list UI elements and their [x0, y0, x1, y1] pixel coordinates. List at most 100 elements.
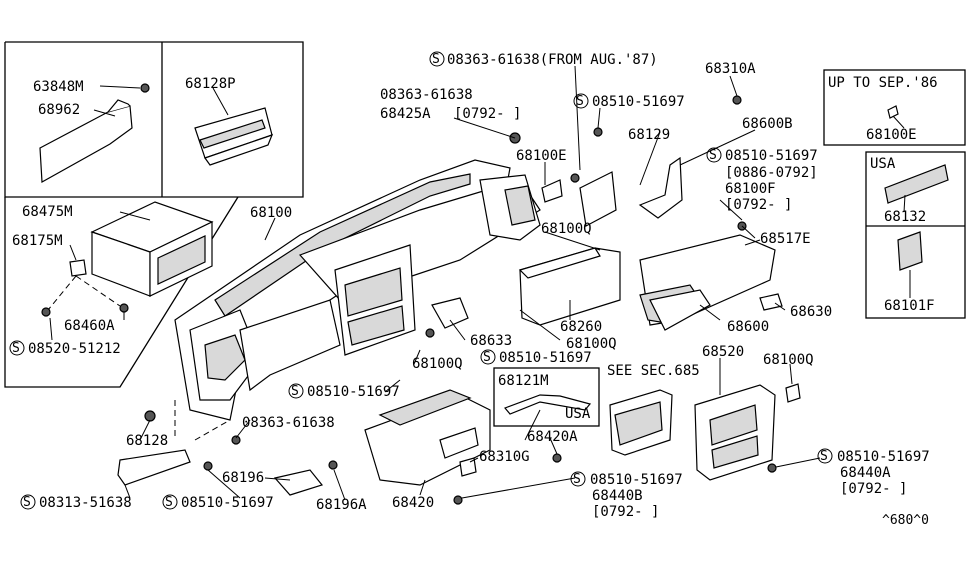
label-68100Q-b: 68100Q: [566, 336, 617, 352]
label-68100F: 68100F: [725, 181, 776, 197]
screw-symbol-letter: S: [576, 94, 584, 109]
label-68132: 68132: [884, 209, 926, 225]
part-sec685-shape: [609, 389, 673, 456]
label-68196A: 68196A: [316, 497, 367, 513]
label-68310G: 68310G: [479, 449, 530, 465]
label-08510-51697-bot: 08510-51697: [181, 495, 274, 511]
screw-symbol-icon: [706, 147, 722, 163]
label-68600: 68600: [727, 319, 769, 335]
part-labels: 63848M 68962 68128P 68475M 68175M 68460A…: [9, 51, 938, 528]
nut-icon: [119, 303, 129, 313]
screw-icon: [732, 95, 742, 105]
label-68128P: 68128P: [185, 76, 236, 92]
label-68196: 68196: [222, 470, 264, 486]
label-08363-61638-from-aug-87: 08363-61638(FROM AUG.'87): [447, 52, 658, 68]
finisher-68520-shape: [694, 384, 776, 481]
screw-symbol-icon: [162, 494, 178, 510]
screw-symbol-letter: S: [23, 495, 31, 510]
label-08510-51697-bot2: 08510-51697: [590, 472, 683, 488]
screw-icon: [767, 463, 777, 473]
label-68962: 68962: [38, 102, 80, 118]
right-inset-frames: [493, 69, 966, 427]
label-68600B: 68600B: [742, 116, 793, 132]
screw-symbol-icon: [480, 349, 496, 365]
bolt-icon: [737, 221, 756, 239]
label-68101F: 68101F: [884, 298, 935, 314]
label-08510-51697-right: 08510-51697: [725, 148, 818, 164]
label-68128: 68128: [126, 433, 168, 449]
label-08363-61638-low: 08363-61638: [242, 415, 335, 431]
screw-symbol-icon: [573, 93, 589, 109]
screw-symbol-icon: [9, 340, 25, 356]
label-68633: 68633: [470, 333, 512, 349]
label-68121M: 68121M: [498, 373, 549, 389]
screw-symbol-icon: [288, 383, 304, 399]
left-inset-frames: [4, 41, 304, 388]
diagram-corner-code: ^680^0: [882, 513, 929, 528]
label-68475M: 68475M: [22, 204, 73, 220]
label-68440A: 68440A: [840, 465, 891, 481]
label-68460A: 68460A: [64, 318, 115, 334]
clip-68100E-icon: [541, 173, 580, 203]
screw-symbol-letter: S: [291, 384, 299, 399]
pocket-68128P-shape: [194, 107, 274, 166]
label-08510-51697-top: 08510-51697: [592, 94, 685, 110]
lower-panel-68420-shape: [364, 389, 491, 486]
plate-68132-icon: [884, 164, 949, 204]
label-68100: 68100: [250, 205, 292, 221]
dashboard-68100-shape: [174, 159, 541, 441]
latch-68630-icon: [759, 293, 783, 311]
label-68260: 68260: [560, 319, 602, 335]
clip-icon: [785, 383, 801, 403]
glovebox-68600-shape: [639, 234, 776, 331]
label-0792-right: [0792- ]: [725, 197, 792, 213]
label-08313-51638: 08313-51638: [39, 495, 132, 511]
leader-lines: [49, 65, 911, 501]
bracket-68633-shape: [425, 297, 469, 338]
screw-icon: [140, 83, 150, 93]
screw-symbol-letter: S: [709, 148, 717, 163]
label-68425A: 68425A: [380, 106, 431, 122]
label-08510-51697-br: 08510-51697: [837, 449, 930, 465]
label-68520: 68520: [702, 344, 744, 360]
cover-68101F-icon: [897, 231, 923, 271]
screw-symbol-letter: S: [483, 350, 491, 365]
label-usa-box: USA: [870, 156, 896, 172]
clip-icon: [552, 453, 562, 463]
screw-symbol-letter: S: [12, 341, 20, 356]
label-63848M: 63848M: [33, 79, 84, 95]
screw-icon: [41, 307, 51, 317]
clip-icon: [459, 457, 477, 477]
side-trim-68962-shape: [39, 99, 133, 183]
clip-68100E-box-icon: [887, 105, 899, 119]
label-0886-0792: [0886-0792]: [725, 165, 818, 181]
duct-68121M-shape: [503, 394, 592, 415]
label-08510-51697-left: 08510-51697: [307, 384, 400, 400]
panel-68260-shape: [518, 247, 621, 326]
clip-68175M-icon: [47, 259, 121, 311]
screw-symbol-icon: [817, 448, 833, 464]
label-usa-inset: USA: [565, 406, 591, 422]
bracket-68128-shape: [117, 410, 241, 486]
label-68129: 68129: [628, 127, 670, 143]
screw-symbol-letter: S: [820, 449, 828, 464]
label-68310A: 68310A: [705, 61, 756, 77]
label-68100Q-c: 68100Q: [412, 356, 463, 372]
label-68100E: 68100E: [516, 148, 567, 164]
screw-icon: [453, 495, 463, 505]
label-68440B: 68440B: [592, 488, 643, 504]
screw-symbol-letter: S: [432, 52, 440, 67]
pocket-68475M-shape: [90, 201, 214, 297]
label-68100E-box: 68100E: [866, 127, 917, 143]
label-68175M: 68175M: [12, 233, 63, 249]
label-08363-61638-top: 08363-61638: [380, 87, 473, 103]
bracket-68129-shape: [579, 156, 683, 227]
screw-symbol-letter: S: [165, 495, 173, 510]
label-0792-bot: [0792- ]: [592, 504, 659, 520]
label-68100Q-d: 68100Q: [763, 352, 814, 368]
label-68517E: 68517E: [760, 231, 811, 247]
label-up-to-sep-86: UP TO SEP.'86: [828, 75, 938, 91]
label-see-sec-685: SEE SEC.685: [607, 363, 700, 379]
label-68630: 68630: [790, 304, 832, 320]
